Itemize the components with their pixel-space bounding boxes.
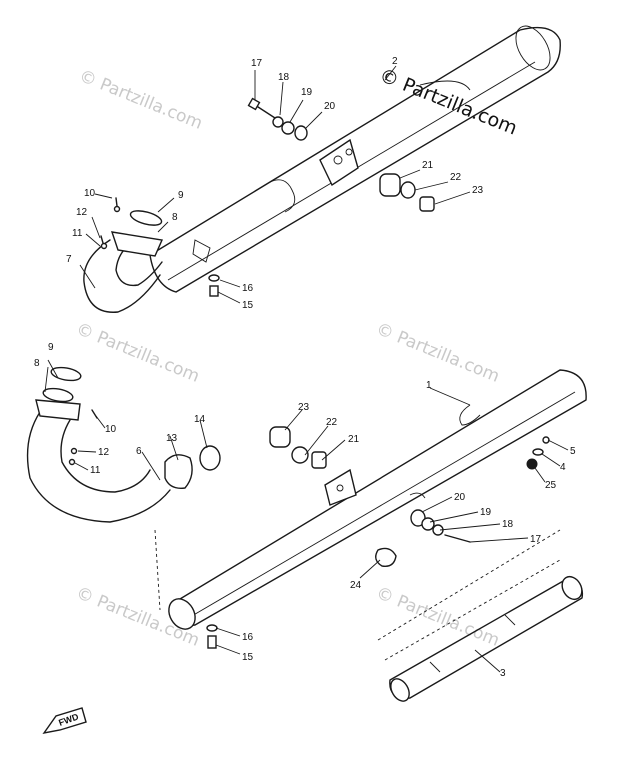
callout-17: 17 <box>251 58 263 69</box>
leader-lines <box>44 65 569 673</box>
callout-20b: 20 <box>454 492 466 503</box>
callout-22b: 22 <box>326 417 338 428</box>
callout-6: 6 <box>136 446 142 457</box>
callout-15b: 15 <box>242 652 254 663</box>
lower-gasket-9 <box>50 366 82 382</box>
callout-24: 24 <box>350 580 362 591</box>
upper-mount-hardware-17-20 <box>247 97 308 141</box>
lower-rubber-mount-21-23 <box>269 426 327 469</box>
fwd-arrow: FWD <box>42 707 87 735</box>
callout-9b: 9 <box>48 342 54 353</box>
lower-ring-14 <box>199 445 221 471</box>
callout-18b: 18 <box>502 519 514 530</box>
callout-11: 11 <box>72 228 83 239</box>
callout-22: 22 <box>450 172 462 183</box>
callout-25: 25 <box>545 480 557 491</box>
callout-18: 18 <box>278 72 290 83</box>
callout-8b: 8 <box>34 358 40 369</box>
callout-5: 5 <box>570 446 576 457</box>
callout-9: 9 <box>178 190 184 201</box>
lower-stud-bolts <box>68 409 98 466</box>
callout-23: 23 <box>472 185 484 196</box>
watermark-faint: © Partzilla.com <box>373 583 502 651</box>
callout-23b: 23 <box>298 402 310 413</box>
callout-8: 8 <box>172 212 178 223</box>
watermark-faint: © Partzilla.com <box>76 66 205 134</box>
callout-12: 12 <box>76 207 88 218</box>
lower-exhaust-pipe <box>26 399 171 523</box>
alignment-lines <box>154 529 561 661</box>
callout-16: 16 <box>242 283 254 294</box>
callout-21: 21 <box>422 160 434 171</box>
watermark-faint-group: © Partzilla.com © Partzilla.com © Partzi… <box>73 66 502 651</box>
lower-grommet-24 <box>375 547 397 567</box>
lower-mount-hardware-17-20 <box>410 509 471 543</box>
upper-exhaust-pipe <box>83 231 211 313</box>
callout-19: 19 <box>301 87 313 98</box>
callout-16b: 16 <box>242 632 254 643</box>
callout-4: 4 <box>560 462 566 473</box>
lower-bolt-15-16 <box>206 624 218 649</box>
upper-rubber-mount-21-23 <box>379 173 435 212</box>
upper-mount-bracket <box>319 138 359 187</box>
callout-10: 10 <box>84 188 96 199</box>
watermark-faint: © Partzilla.com <box>73 319 202 387</box>
upper-stud-bolts <box>100 197 121 250</box>
callout-13: 13 <box>166 433 178 444</box>
callout-15: 15 <box>242 300 254 311</box>
callout-1: 1 <box>426 380 432 391</box>
callout-20: 20 <box>324 101 336 112</box>
callout-11b: 11 <box>90 465 101 476</box>
callout-19b: 19 <box>480 507 492 518</box>
watermark-faint: © Partzilla.com <box>373 319 502 387</box>
upper-gasket-9 <box>129 210 163 226</box>
callout-17b: 17 <box>530 534 542 545</box>
callout-2: 2 <box>392 56 398 67</box>
callout-14: 14 <box>194 414 206 425</box>
callout-12b: 12 <box>98 447 110 458</box>
lower-flange-8 <box>42 387 74 403</box>
baffle-tube-3 <box>389 575 584 702</box>
callout-10b: 10 <box>105 424 117 435</box>
callout-3: 3 <box>500 668 506 679</box>
lower-muffler <box>168 369 587 630</box>
callout-7: 7 <box>66 254 72 265</box>
upper-bolt-15-16 <box>208 274 220 297</box>
lower-clamp-13 <box>164 454 193 489</box>
callout-21b: 21 <box>348 434 360 445</box>
callout-labels: 2 17 18 19 20 21 22 23 10 9 12 8 11 7 16… <box>34 56 576 679</box>
lower-mount-bracket <box>324 468 357 506</box>
lower-cap-4-5-25 <box>526 436 550 470</box>
